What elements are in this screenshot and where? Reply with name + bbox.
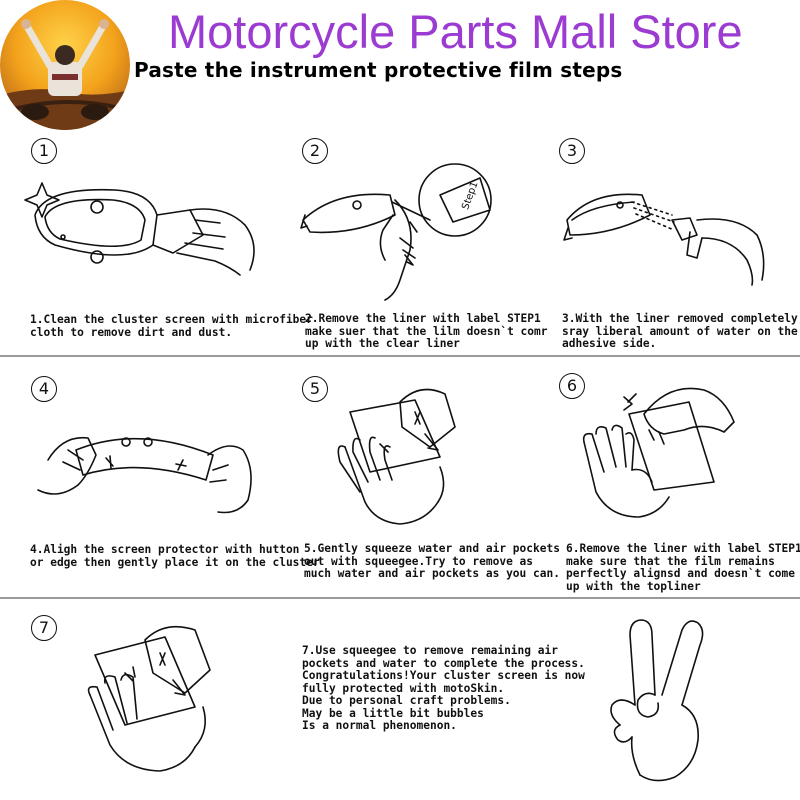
step-2-number: 2 bbox=[302, 138, 328, 164]
victory-hand-icon bbox=[610, 619, 704, 782]
page-subtitle: Paste the instrument protective film ste… bbox=[134, 58, 623, 82]
step-3-caption: 3.With the liner removed completely, sra… bbox=[562, 312, 800, 350]
store-logo bbox=[0, 0, 130, 130]
step-6-caption: 6.Remove the liner with label STEP1 make… bbox=[566, 542, 800, 593]
squeegee-hand-icon bbox=[337, 388, 456, 525]
step-3-number: 3 bbox=[559, 138, 585, 164]
step-1-caption: 1.Clean the cluster screen with microfib… bbox=[30, 313, 313, 339]
step-2-caption: 2.Remove the liner with label STEP1 make… bbox=[305, 312, 548, 350]
step-5-caption: 5.Gently squeeze water and air pockets o… bbox=[304, 542, 560, 580]
step-4-number: 4 bbox=[31, 376, 57, 402]
step-5-number: 5 bbox=[302, 376, 328, 402]
final-squeegee-hand-icon bbox=[87, 625, 211, 772]
row-divider-1 bbox=[0, 355, 800, 357]
row-divider-2 bbox=[0, 597, 800, 599]
spray-bottle-icon bbox=[563, 193, 765, 286]
step-7-caption: 7.Use squeegee to remove remaining air p… bbox=[302, 644, 585, 732]
step-7-number: 7 bbox=[31, 615, 57, 641]
peel-top-liner-hand-icon bbox=[582, 387, 735, 518]
liner-peel-hand-icon: Step1 bbox=[300, 163, 492, 301]
step-6-number: 6 bbox=[559, 373, 585, 399]
cluster-wipe-hand-icon bbox=[24, 182, 255, 276]
step-1-number: 1 bbox=[31, 138, 57, 164]
store-brand-title: Motorcycle Parts Mall Store bbox=[168, 5, 743, 58]
step-4-caption: 4.Aligh the screen protector with hutton… bbox=[30, 543, 320, 569]
rider-photo-icon bbox=[0, 0, 130, 130]
two-hands-placing-film-icon bbox=[37, 436, 252, 514]
